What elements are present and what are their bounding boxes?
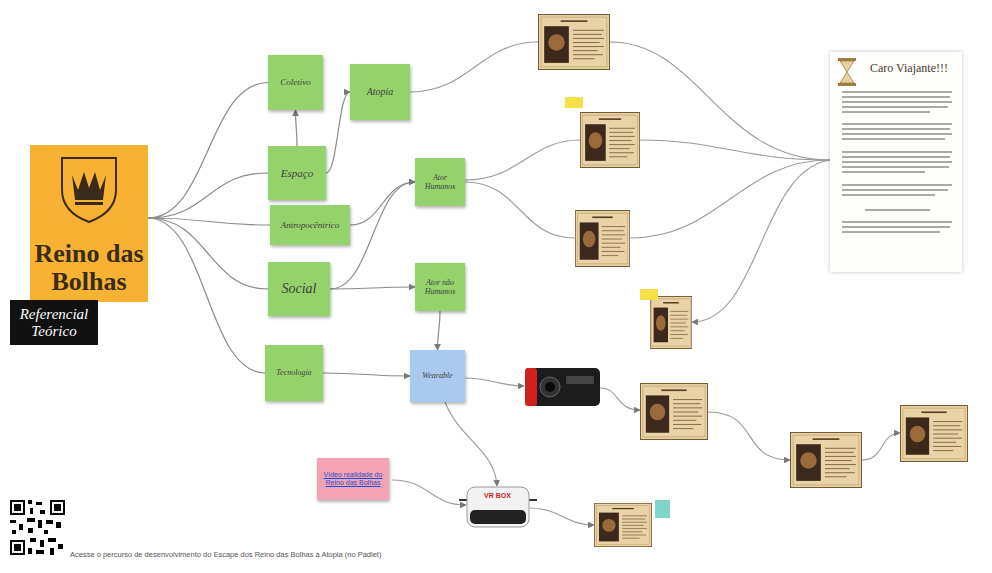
sticky-note: Tecnologia [265, 345, 323, 401]
node-text: Antropocêntrico [281, 220, 340, 230]
node-text: Coletivo [280, 77, 311, 87]
hourglass-icon [838, 58, 856, 86]
connector [148, 218, 265, 373]
node-text: Vídeo realidade do Reino das Bolhas [321, 471, 385, 487]
sticky-note: Ator Humanos [415, 158, 465, 206]
node-text: Wearable [422, 371, 452, 380]
connector [326, 92, 350, 173]
leader-lines [392, 42, 900, 525]
node-text: Tecnologia [276, 368, 311, 377]
sticky-note: Social [268, 262, 330, 316]
connector [438, 311, 441, 350]
sticky-note: Espaço [268, 146, 326, 200]
camera-icon [525, 368, 600, 406]
crown-emblem [62, 158, 116, 222]
sticky-note: Antropocêntrico [270, 205, 350, 245]
connector [323, 373, 410, 376]
connector [296, 110, 298, 146]
connector [148, 218, 268, 289]
sticky-note: Ator não Humanos [415, 263, 465, 311]
caption: Acesse o percurso de desenvolvimento do … [70, 550, 381, 559]
connector [148, 173, 268, 218]
node-text: Atopia [367, 86, 394, 98]
node-text: Ator não Humanos [419, 278, 461, 296]
node-text: Referencial Teórico [14, 306, 94, 339]
link-sticky: Vídeo realidade do Reino das Bolhas [317, 458, 389, 500]
vr-headset [459, 487, 537, 527]
story-cards [539, 15, 968, 547]
node-text: Social [282, 281, 317, 297]
label-box: Referencial Teórico [10, 300, 98, 345]
sticky-note: Atopia [350, 64, 410, 120]
connector [148, 83, 268, 219]
node-text: Espaço [281, 167, 313, 180]
node-text: Ator Humanos [419, 173, 461, 191]
small-stickies [565, 97, 670, 518]
node-text: Caro Viajante!!! [870, 62, 948, 76]
letter-body-lines [842, 92, 952, 232]
device-label: VR BOX [484, 492, 511, 499]
sticky-note: Coletivo [268, 55, 323, 110]
connector [330, 287, 415, 289]
connector [350, 182, 415, 225]
title-box: Reino das Bolhas [30, 145, 148, 302]
sticky-note: Wearable [410, 350, 465, 402]
node-text: Reino das Bolhas [34, 240, 144, 295]
qr-code [10, 500, 65, 555]
